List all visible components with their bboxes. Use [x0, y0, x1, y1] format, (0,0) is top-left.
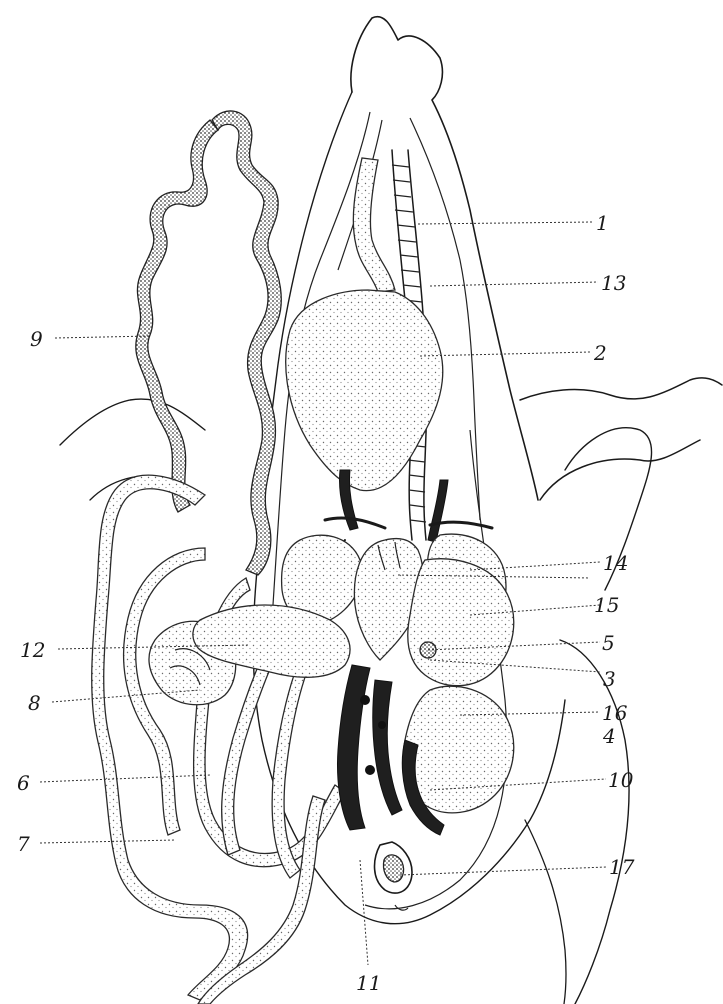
label-14: 14	[603, 551, 628, 575]
label-11: 11	[356, 971, 381, 995]
label-16: 16	[602, 701, 628, 725]
label-2: 2	[593, 341, 607, 365]
label-17: 17	[609, 855, 635, 879]
label-8: 8	[28, 691, 41, 715]
label-4: 4	[602, 724, 616, 748]
label-13: 13	[601, 271, 626, 295]
label-10: 10	[608, 768, 634, 792]
label-9: 9	[30, 327, 43, 351]
label-6: 6	[17, 771, 30, 795]
cloaca	[375, 842, 412, 910]
label-3: 3	[603, 667, 616, 691]
label-7: 7	[17, 832, 30, 856]
crop-and-esophagus	[286, 150, 443, 540]
label-12: 12	[20, 638, 45, 662]
label-5: 5	[602, 631, 615, 655]
intestine-coil-upper	[136, 111, 281, 575]
label-1: 1	[596, 211, 609, 235]
label-15: 15	[594, 593, 619, 617]
